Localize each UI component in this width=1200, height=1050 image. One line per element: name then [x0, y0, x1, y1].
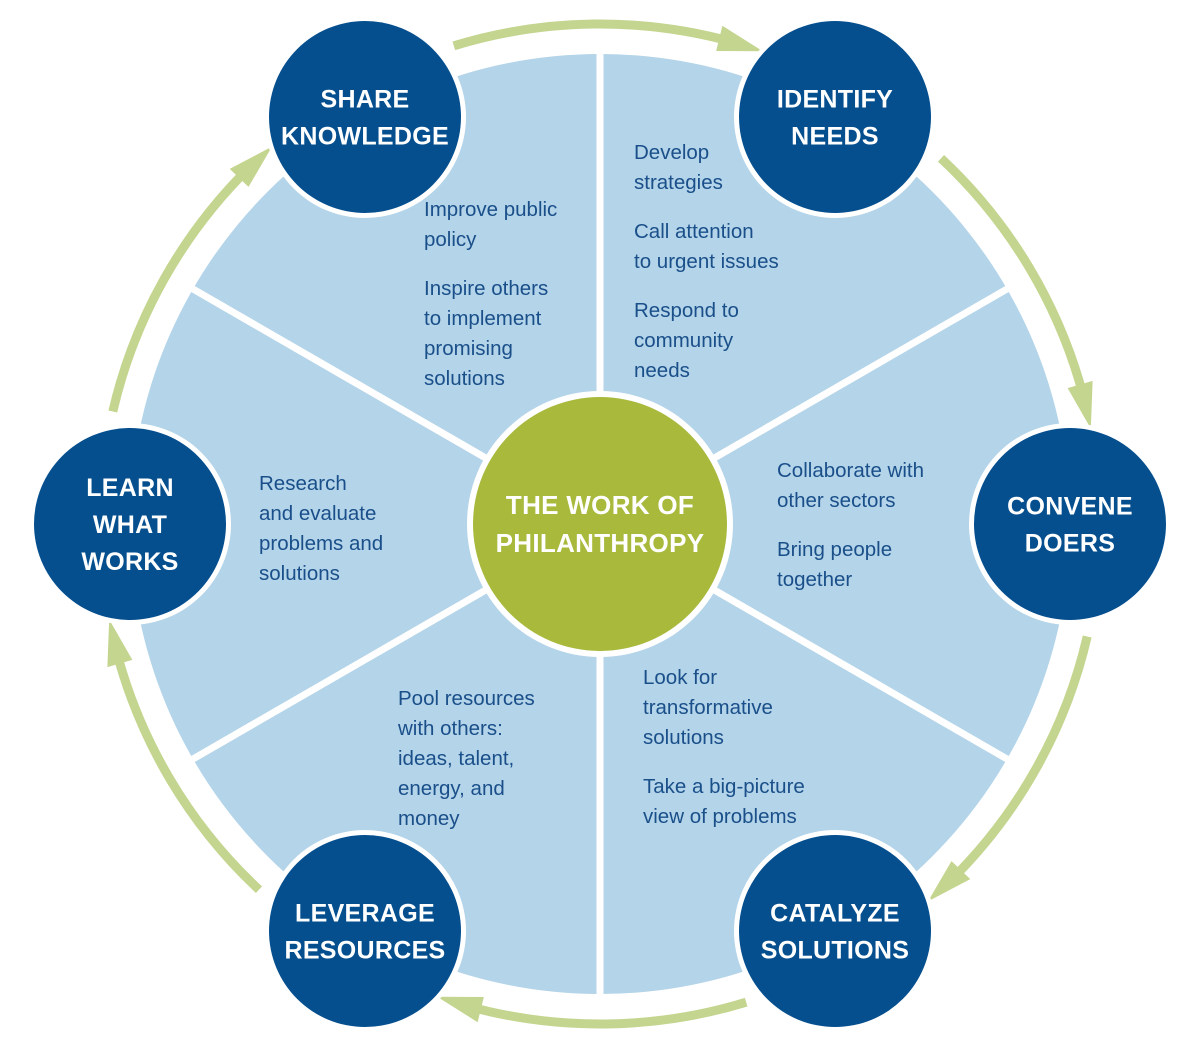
stage-label-line: DOERS	[1025, 530, 1115, 558]
cycle-arrowhead-3	[928, 861, 971, 902]
action-text-line: together	[777, 568, 852, 591]
segment-text-learn-what-works: Research and evaluate problems and solution…	[259, 472, 383, 585]
action-text-line: money	[398, 807, 460, 830]
stage-node-identify-needs: IDENTIFY NEEDS	[734, 15, 936, 218]
action-text-line: to urgent issues	[634, 250, 779, 273]
cycle-arrow-2	[937, 155, 1089, 400]
action-text-line: view of problems	[643, 805, 797, 828]
stage-node-circle	[739, 835, 931, 1028]
stage-node-circle	[739, 20, 931, 213]
action-text-line: Bring people	[777, 538, 892, 561]
cycle-arrowhead-6	[229, 146, 272, 187]
action-text-line: Inspire others	[424, 277, 548, 300]
stage-label-line: LEARN	[86, 474, 174, 502]
action-text-line: to implement	[424, 307, 542, 330]
action-text-line: Pool resources	[398, 687, 535, 710]
stage-node-leverage-resources: LEVERAGE RESOURCES	[264, 830, 466, 1033]
stage-node-circle	[34, 428, 226, 620]
stage-node-circle	[269, 20, 461, 213]
stage-label-line: SOLUTIONS	[761, 937, 910, 965]
action-text-line: solutions	[424, 367, 505, 390]
action-text-line: and evaluate	[259, 502, 376, 525]
stage-node-catalyze-solutions: CATALYZE SOLUTIONS	[734, 830, 936, 1033]
stage-label-line: CONVENE	[1007, 493, 1133, 521]
action-text-line: transformative	[643, 696, 773, 719]
cycle-arrow-4	[465, 997, 748, 1029]
action-text-line: Respond to	[634, 299, 739, 322]
stage-label-line: WHAT	[93, 511, 167, 539]
stage-nodes: SHAREKNOWLEDGEIDENTIFYNEEDSCONVENEDOERSC…	[29, 15, 1171, 1033]
action-text-line: Improve public	[424, 198, 557, 221]
stage-node-learn-what-works: LEARN WHAT WORKS	[29, 423, 231, 625]
cycle-arrow-3	[947, 635, 1092, 884]
action-text-line: solutions	[643, 726, 724, 749]
action-text-line: community	[634, 329, 734, 352]
cycle-arrowhead-5	[107, 619, 133, 668]
stage-node-share-knowledge: SHARE KNOWLEDGE	[264, 15, 466, 218]
cycle-arrow-5	[111, 648, 263, 893]
action-text-line: Look for	[643, 666, 717, 689]
action-text-line: ideas, talent,	[398, 747, 514, 770]
action-text-line: Research	[259, 472, 347, 495]
center-hub: THE WORK OF PHILANTHROPY	[467, 391, 733, 657]
segment-text-leverage-resources: Pool resources with others: ideas, talent,…	[397, 687, 535, 830]
action-text-line: other sectors	[777, 489, 896, 512]
action-text-line: Take a big-picture	[643, 775, 805, 798]
stage-label-line: CATALYZE	[770, 900, 900, 928]
stage-label-line: LEVERAGE	[295, 900, 435, 928]
stage-label-line: RESOURCES	[284, 937, 445, 965]
stage-label-line: NEEDS	[791, 122, 879, 150]
action-text-line: needs	[634, 359, 690, 382]
action-text-line: promising	[424, 337, 513, 360]
cycle-arrow-6	[108, 164, 253, 413]
center-circle	[473, 397, 727, 651]
cycle-arrowhead-4	[437, 996, 484, 1023]
cycle-arrows	[107, 19, 1093, 1029]
stage-node-circle	[269, 835, 461, 1028]
action-text-line: Collaborate with	[777, 459, 924, 482]
stage-node-circle	[974, 428, 1166, 620]
center-title-line: PHILANTHROPY	[496, 528, 705, 558]
center-title-line: THE WORK OF	[506, 490, 694, 520]
stage-node-convene-doers: CONVENE DOERS	[969, 423, 1171, 625]
action-text-line: Develop	[634, 141, 709, 164]
cycle-arrowhead-1	[716, 25, 763, 52]
cycle-arrowhead-2	[1067, 380, 1093, 429]
cycle-arrow-1	[452, 19, 735, 51]
action-text-line: problems and	[259, 532, 383, 555]
stage-label-line: SHARE	[320, 85, 409, 113]
stage-label-line: WORKS	[81, 548, 178, 576]
action-text-line: with others:	[397, 717, 503, 740]
stage-label-line: KNOWLEDGE	[281, 122, 449, 150]
action-text-line: energy, and	[398, 777, 505, 800]
action-text-line: solutions	[259, 562, 340, 585]
action-text-line: Call attention	[634, 220, 754, 243]
action-text-line: strategies	[634, 171, 723, 194]
action-text-line: policy	[424, 228, 477, 251]
stage-label-line: IDENTIFY	[777, 85, 893, 113]
